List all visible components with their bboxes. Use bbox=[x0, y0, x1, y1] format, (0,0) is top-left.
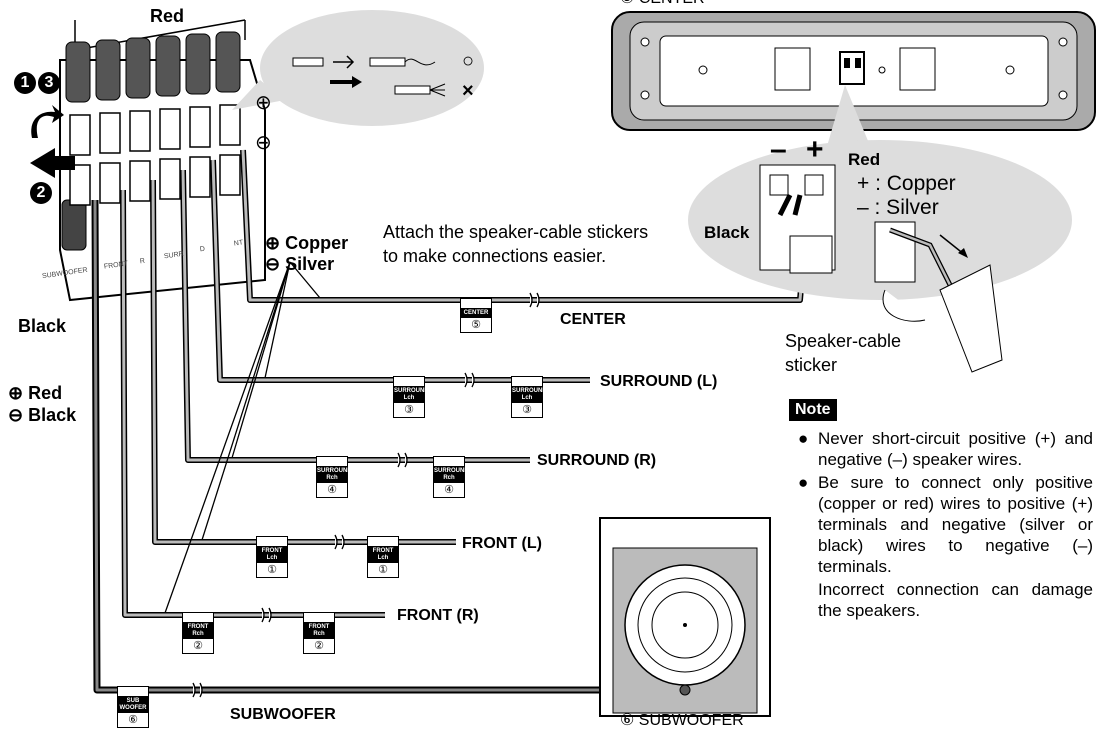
zoom-red-label: Red bbox=[848, 150, 881, 169]
note-extra: Incorrect connection can damage the spea… bbox=[798, 579, 1093, 621]
note-item-text: Be sure to connect only positive (copper… bbox=[818, 473, 1093, 576]
note-item-text: Never short-circuit positive (+) and neg… bbox=[818, 429, 1093, 469]
sticker-line1: SURROUND bbox=[434, 468, 469, 474]
step-1-badge: 1 bbox=[14, 72, 36, 94]
terminal-label-d: D bbox=[199, 245, 206, 254]
cable-label-center: CENTER bbox=[560, 311, 626, 328]
terminal-levers bbox=[61, 31, 241, 251]
sticker-center-num: ⑤ bbox=[471, 319, 481, 331]
attach-note-line2: to make connections easier. bbox=[383, 246, 607, 266]
step-2-badge: 2 bbox=[30, 182, 52, 204]
zoom-black-label: Black bbox=[704, 223, 750, 242]
attach-note-line1: Attach the speaker-cable stickers bbox=[383, 222, 649, 242]
sticker-line2: Lch bbox=[521, 395, 533, 401]
terminal-label-r: R bbox=[139, 257, 146, 266]
sticker-num: ② bbox=[193, 640, 203, 652]
sticker-line1: FRONT bbox=[187, 624, 209, 630]
sticker-line2: Rch bbox=[192, 631, 204, 637]
terminal-holes bbox=[69, 104, 241, 206]
sticker-num: ④ bbox=[327, 484, 337, 496]
sticker-caption-line1: Speaker-cable bbox=[785, 331, 902, 351]
step-arrows bbox=[30, 105, 75, 178]
cable-label-subwoofer: SUBWOOFER bbox=[230, 706, 336, 723]
black-label: Black bbox=[18, 316, 67, 336]
note-heading: Note bbox=[789, 399, 837, 421]
step-3-badge: 3 bbox=[38, 72, 60, 94]
minus-silver-label: ⊖ Silver bbox=[265, 254, 335, 274]
note-item: ● Never short-circuit positive (+) and n… bbox=[798, 428, 1093, 470]
sticker-num: ① bbox=[378, 564, 388, 576]
sticker-caption-line2: sticker bbox=[785, 355, 838, 375]
sticker-line1: FRONT bbox=[308, 624, 330, 630]
sticker-num: ④ bbox=[444, 484, 454, 496]
sticker-line2: Rch bbox=[443, 475, 455, 481]
sticker-line2: Lch bbox=[403, 395, 415, 401]
sticker-num: ⑥ bbox=[128, 714, 138, 726]
label-pointer-lines bbox=[164, 261, 321, 614]
sticker-line2: Rch bbox=[313, 631, 325, 637]
plus-red-label: ⊕ Red bbox=[8, 383, 63, 403]
sticker-line2: WOOFER bbox=[119, 705, 147, 711]
incorrect-mark: × bbox=[462, 80, 474, 102]
bullet-icon: ● bbox=[798, 429, 809, 448]
sticker-num: ③ bbox=[404, 404, 414, 416]
red-label: Red bbox=[150, 6, 185, 26]
sticker-line1: SURROUND bbox=[394, 388, 429, 394]
sticker-line2: Lch bbox=[377, 555, 389, 561]
sticker-line1: FRONT bbox=[372, 548, 394, 554]
cable-label-front-r: FRONT (R) bbox=[397, 607, 479, 624]
sticker-line2: Lch bbox=[266, 555, 278, 561]
copper-legend: + : Copper bbox=[857, 172, 956, 195]
sticker-center: CENTER ⑤ bbox=[460, 298, 492, 333]
sticker-center-line1: CENTER bbox=[463, 310, 489, 316]
break-marks bbox=[192, 292, 540, 698]
cable-label-surround-r: SURROUND (R) bbox=[537, 452, 657, 469]
terminal-minus-mark: ⊖ bbox=[255, 132, 272, 154]
cable-label-surround-l: SURROUND (L) bbox=[600, 373, 718, 390]
sticker-num: ② bbox=[314, 640, 324, 652]
center-title: ⑤ CENTER bbox=[620, 0, 705, 8]
plus-copper-label: ⊕ Copper bbox=[265, 233, 349, 253]
wire-strip-callout bbox=[232, 10, 484, 126]
sticker-line1: SUB bbox=[126, 698, 140, 704]
subwoofer bbox=[599, 517, 771, 717]
zoom-plus-label: + bbox=[806, 133, 824, 166]
center-zoom-callout bbox=[688, 85, 1072, 373]
center-speaker bbox=[611, 11, 1096, 131]
note-list: ● Never short-circuit positive (+) and n… bbox=[798, 428, 1093, 623]
silver-legend: – : Silver bbox=[857, 196, 939, 219]
terminal-block bbox=[59, 19, 266, 302]
sticker-line1: SURROUND bbox=[512, 388, 547, 394]
sticker-line1: SURROUND bbox=[317, 468, 352, 474]
sticker-num: ① bbox=[267, 564, 277, 576]
sticker-line1: FRONT bbox=[261, 548, 283, 554]
sticker-num: ③ bbox=[522, 404, 532, 416]
zoom-minus-label: – bbox=[770, 133, 787, 166]
note-item: ● Be sure to connect only positive (copp… bbox=[798, 472, 1093, 577]
sticker-line2: Rch bbox=[326, 475, 338, 481]
note-extra-text: Incorrect connection can damage the spea… bbox=[818, 580, 1093, 620]
subwoofer-caption: ⑥ SUBWOOFER bbox=[620, 712, 744, 729]
cable-label-front-l: FRONT (L) bbox=[462, 535, 542, 552]
terminal-label-nt: NT bbox=[233, 239, 244, 248]
cable-lines bbox=[91, 149, 808, 694]
minus-black-label: ⊖ Black bbox=[8, 405, 77, 425]
bullet-icon: ● bbox=[798, 473, 809, 492]
correct-mark: ○ bbox=[462, 50, 475, 72]
terminal-plus-mark: ⊕ bbox=[255, 92, 272, 114]
